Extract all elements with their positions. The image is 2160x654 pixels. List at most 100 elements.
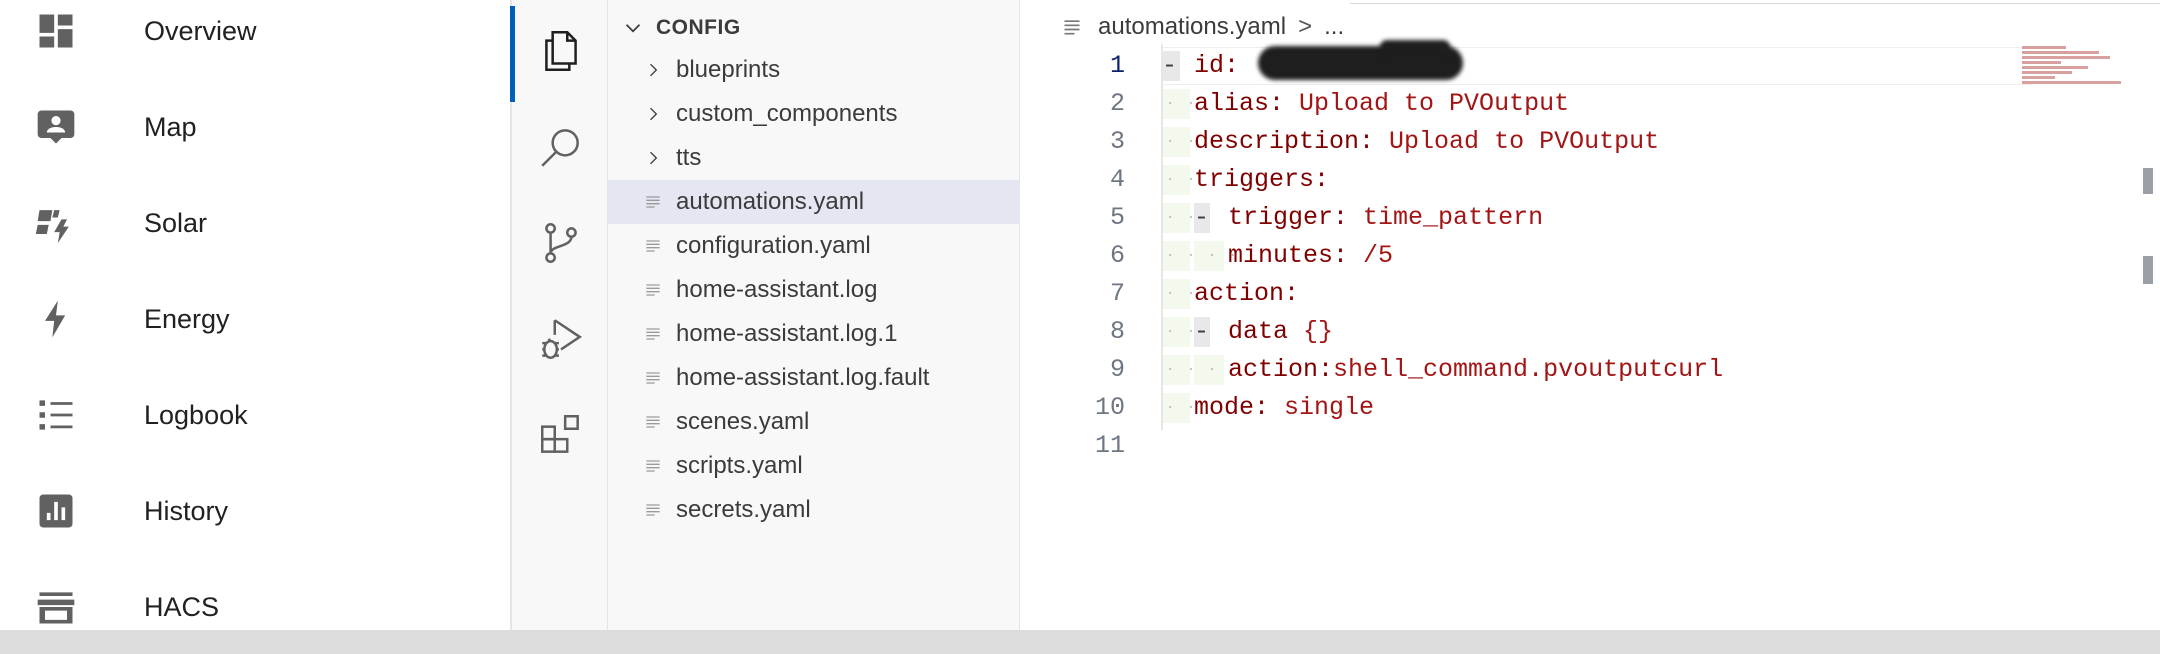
yaml-key: action: — [1228, 355, 1334, 384]
code-line[interactable]: 9 · · · · action:shell_command.pvoutputc… — [1020, 351, 2160, 389]
code-line[interactable]: 6 · · · · minutes: /5 — [1020, 237, 2160, 275]
sidebar-item-label: Solar — [144, 207, 208, 238]
sidebar-item-hacs[interactable]: HACS — [0, 572, 510, 630]
sidebar-item-label: Logbook — [144, 399, 248, 430]
code-line[interactable]: 3 · · description: Upload to PVOutput — [1020, 123, 2160, 161]
vertical-scrollbar[interactable] — [2135, 50, 2160, 630]
yaml-key: data — [1228, 317, 1289, 346]
explorer-section-header[interactable]: CONFIG — [620, 10, 741, 46]
sidebar-item-solar[interactable]: Solar — [0, 188, 510, 258]
activity-bar — [510, 0, 608, 630]
yaml-key: id: — [1194, 51, 1240, 80]
line-number: 2 — [1109, 89, 1125, 118]
chevron-right-icon — [642, 57, 664, 83]
sidebar-item-label: History — [144, 495, 229, 526]
editor-pane[interactable]: automations.yaml > ... 1 - id: 2 · · ali… — [1020, 0, 2160, 630]
explorer-icon — [545, 31, 577, 71]
sidebar-item-logbook[interactable]: Logbook — [0, 380, 510, 450]
file-lines-icon — [642, 233, 664, 259]
source-control-icon — [545, 223, 577, 263]
tab-strip-edge — [1350, 0, 2160, 4]
tree-folder[interactable]: custom_components — [608, 92, 1020, 136]
sidebar-item-label: Map — [144, 111, 197, 142]
chevron-right-icon — [642, 101, 664, 127]
folder-name: tts — [676, 144, 702, 171]
sidebar-item-history[interactable]: History — [0, 476, 510, 546]
file-lines-icon — [642, 277, 664, 303]
sidebar-item-label: HACS — [144, 591, 220, 622]
tree-file[interactable]: home-assistant.log — [608, 268, 1020, 312]
breadcrumb-file[interactable]: automations.yaml — [1098, 13, 1287, 40]
tree-file[interactable]: scripts.yaml — [608, 444, 1020, 488]
sidebar-item-map[interactable]: Map — [0, 92, 510, 162]
breadcrumb-more[interactable]: ... — [1324, 13, 1345, 40]
explorer-button[interactable] — [510, 6, 610, 102]
code-line[interactable]: 1 - id: — [1020, 47, 2160, 85]
source-control-button[interactable] — [512, 198, 610, 288]
list-dash: - — [1194, 317, 1210, 346]
code-line[interactable]: 2 · · alias: Upload to PVOutput — [1020, 85, 2160, 123]
yaml-key: minutes: — [1228, 241, 1349, 270]
yaml-value: {} — [1303, 317, 1334, 346]
tree-file[interactable]: secrets.yaml — [608, 488, 1020, 532]
yaml-value: Upload to PVOutput — [1389, 127, 1660, 156]
yaml-value: shell_command.pvoutputcurl — [1333, 355, 1724, 384]
file-name: scripts.yaml — [676, 452, 803, 479]
line-number: 9 — [1109, 355, 1125, 384]
chart-box-icon — [34, 489, 78, 533]
lightning-bolt-icon — [34, 297, 78, 341]
list-dash: - — [1162, 51, 1178, 80]
code-line[interactable]: 7 · · action: — [1020, 275, 2160, 313]
file-lines-icon — [642, 453, 664, 479]
breadcrumb[interactable]: automations.yaml > ... — [1062, 10, 1344, 44]
run-debug-button[interactable] — [512, 294, 610, 384]
extensions-button[interactable] — [512, 390, 610, 480]
file-lines-icon — [642, 497, 664, 523]
yaml-key: trigger: — [1228, 203, 1349, 232]
code-line[interactable]: 5 · · - trigger: time_pattern — [1020, 199, 2160, 237]
line-number: 7 — [1109, 279, 1125, 308]
sidebar-item-energy[interactable]: Energy — [0, 284, 510, 354]
sidebar-item-overview[interactable]: Overview — [0, 0, 510, 66]
tree-file[interactable]: configuration.yaml — [608, 224, 1020, 268]
tree-file[interactable]: scenes.yaml — [608, 400, 1020, 444]
ha-sidebar: Overview Map Solar Energy Logbook Histor… — [0, 0, 510, 630]
yaml-value: Upload to PVOutput — [1299, 89, 1570, 118]
explorer-panel: CONFIG blueprints custom_components tts … — [608, 0, 1020, 630]
extensions-icon — [541, 415, 579, 453]
tree-file-selected[interactable]: automations.yaml — [608, 180, 1020, 224]
chevron-right-icon — [642, 145, 664, 171]
folder-name: custom_components — [676, 100, 898, 127]
minimap[interactable] — [2022, 46, 2132, 96]
file-name: home-assistant.log.1 — [676, 320, 898, 347]
yaml-value: time_pattern — [1363, 203, 1544, 232]
search-button[interactable] — [512, 102, 610, 192]
tree-file[interactable]: home-assistant.log.fault — [608, 356, 1020, 400]
sidebar-item-label: Overview — [144, 15, 257, 46]
run-debug-icon — [542, 319, 583, 359]
line-number: 3 — [1109, 127, 1125, 156]
tree-folder[interactable]: blueprints — [608, 48, 1020, 92]
code-line[interactable]: 8 · · - data {} — [1020, 313, 2160, 351]
line-number: 4 — [1109, 165, 1125, 194]
code-line[interactable]: 4 · · triggers: — [1020, 161, 2160, 199]
line-number: 6 — [1109, 241, 1125, 270]
yaml-key: triggers: — [1194, 165, 1330, 194]
yaml-key: description: — [1194, 127, 1375, 156]
solar-power-icon — [34, 201, 78, 245]
bottom-bar — [0, 630, 2160, 654]
explorer-section-title: CONFIG — [656, 16, 741, 39]
code-line[interactable]: 11 — [1020, 427, 2160, 465]
file-name: scenes.yaml — [676, 408, 810, 435]
yaml-key: action: — [1194, 279, 1300, 308]
line-number: 1 — [1109, 51, 1125, 80]
tree-folder[interactable]: tts — [608, 136, 1020, 180]
dashboard-icon — [34, 9, 78, 53]
yaml-key: alias: — [1194, 89, 1285, 118]
yaml-key: mode: — [1194, 393, 1270, 422]
yaml-value: single — [1284, 393, 1375, 422]
tree-file[interactable]: home-assistant.log.1 — [608, 312, 1020, 356]
file-name: automations.yaml — [676, 188, 865, 215]
code-line[interactable]: 10 · · mode: single — [1020, 389, 2160, 427]
chevron-down-icon — [625, 24, 641, 33]
